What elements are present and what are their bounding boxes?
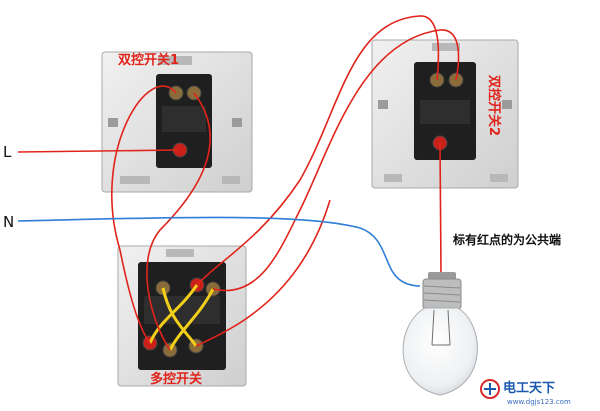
jumper-wire-3	[168, 288, 215, 351]
neutral-wire	[17, 216, 421, 287]
switch-2-label: 双控开关2	[486, 75, 502, 136]
watermark-logo-icon	[480, 379, 500, 399]
jumper-wire-2	[148, 284, 199, 344]
traveler-wire-1	[111, 85, 177, 344]
common-terminal-note: 标有红点的为公共端	[452, 232, 561, 247]
switch-2	[371, 39, 519, 189]
traveler-wire-4	[212, 29, 460, 292]
watermark: 电工天下 www.dgjs123.com	[480, 379, 571, 406]
line-label-live: L	[3, 143, 12, 161]
bulb-filament	[431, 309, 451, 346]
switch-1-slot-top	[158, 56, 192, 65]
line-label-neutral: N	[3, 213, 14, 231]
switch-1-label: 双控开关1	[118, 52, 179, 68]
jumper-wire-1	[161, 287, 198, 347]
multi-switch-label: 多控开关	[150, 371, 202, 387]
traveler-wire-3	[196, 15, 440, 286]
live-wire-input	[17, 149, 179, 153]
switch-1-slot-bottom	[120, 176, 150, 184]
watermark-url: www.dgjs123.com	[507, 398, 571, 406]
light-bulb	[402, 272, 478, 396]
traveler-wire-5	[195, 199, 331, 347]
switch-1: 双控开关1	[101, 51, 253, 193]
live-wire-to-lamp	[439, 142, 442, 273]
bulb-glass	[402, 307, 478, 396]
traveler-wire-2	[146, 92, 211, 351]
watermark-site: 电工天下	[503, 380, 555, 396]
bulb-cap	[428, 272, 456, 280]
